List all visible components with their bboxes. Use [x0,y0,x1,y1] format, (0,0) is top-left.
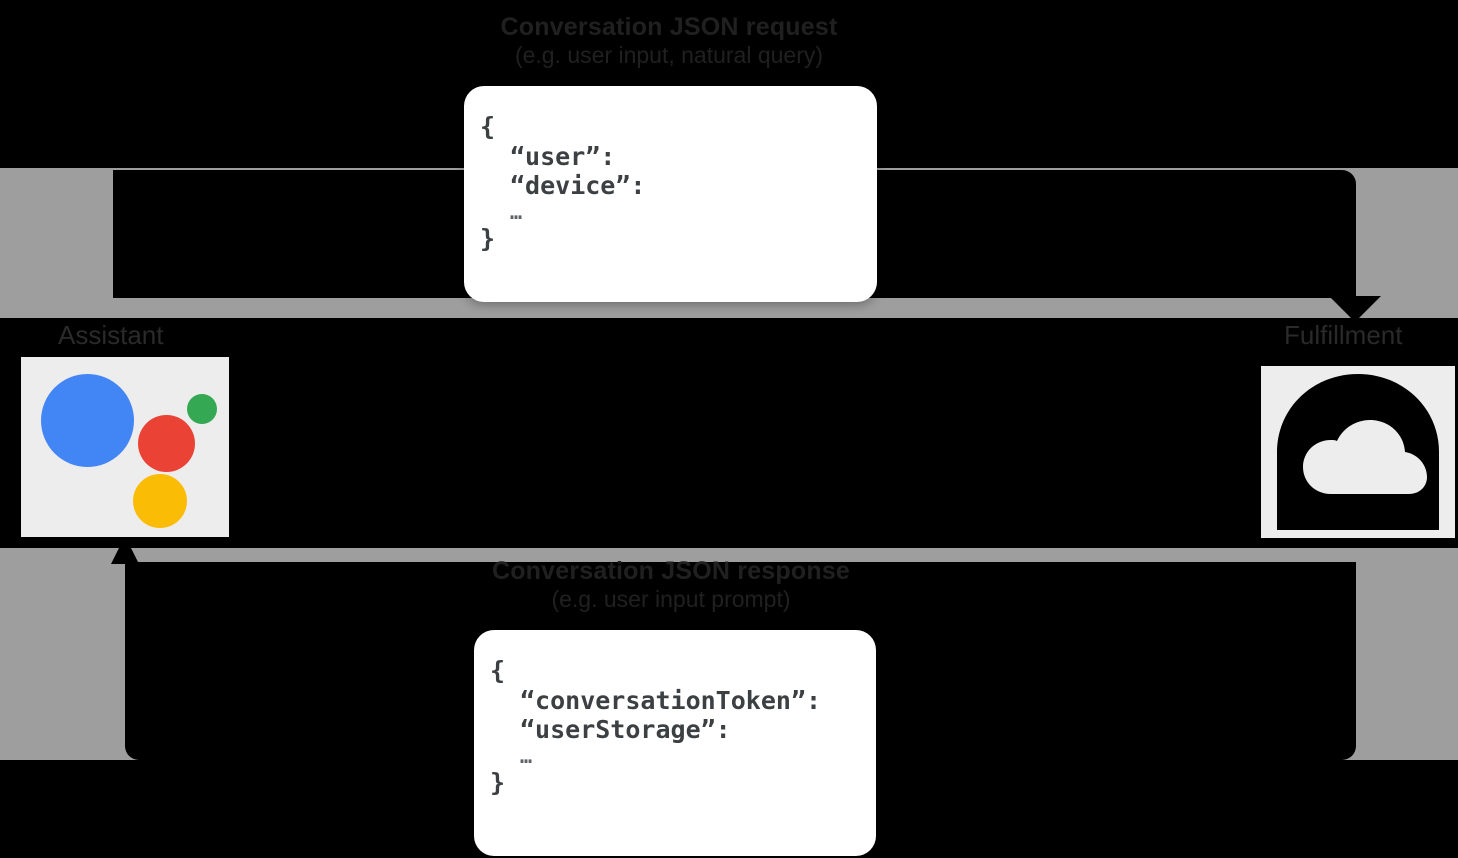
request-json-card: { “user”: “device”: … } [464,86,877,302]
json-key-conversation-token: “conversationToken”: [520,685,822,715]
json-close-brace: } [490,768,506,798]
background-band-middle [0,318,1458,548]
json-key-user: “user”: [510,141,616,171]
json-key-device: “device”: [510,171,646,200]
cloud-shape-cutout [1303,420,1427,494]
json-open-brace: { [480,112,496,141]
json-close-brace: } [480,224,496,254]
request-flow-label: Conversation JSON request (e.g. user inp… [369,12,969,70]
google-assistant-icon [21,357,229,537]
response-json-card: { “conversationToken”: “userStorage”: … … [474,630,876,856]
request-flow-title: Conversation JSON request [500,13,838,41]
json-key-user-storage: “userStorage”: [520,715,731,744]
json-open-brace: { [490,656,506,685]
json-ellipsis: … [510,199,523,224]
request-flow-subtitle: (e.g. user input, natural query) [514,42,824,68]
assistant-yellow-dot-icon [133,474,187,528]
assistant-red-dot-icon [138,415,195,472]
cloud-functions-icon [1261,366,1455,538]
assistant-node-label: Assistant [58,320,164,350]
request-arrow-head-icon [1329,296,1381,322]
response-arrow-head-icon [111,536,139,564]
response-flow-title: Conversation JSON response [491,557,851,585]
response-flow-label: Conversation JSON response (e.g. user in… [371,556,971,614]
assistant-blue-dot-icon [41,374,134,467]
response-flow-subtitle: (e.g. user input prompt) [551,586,791,612]
fulfillment-node-label: Fulfillment [1284,320,1403,350]
assistant-green-dot-icon [187,394,217,424]
json-ellipsis: … [520,743,533,768]
